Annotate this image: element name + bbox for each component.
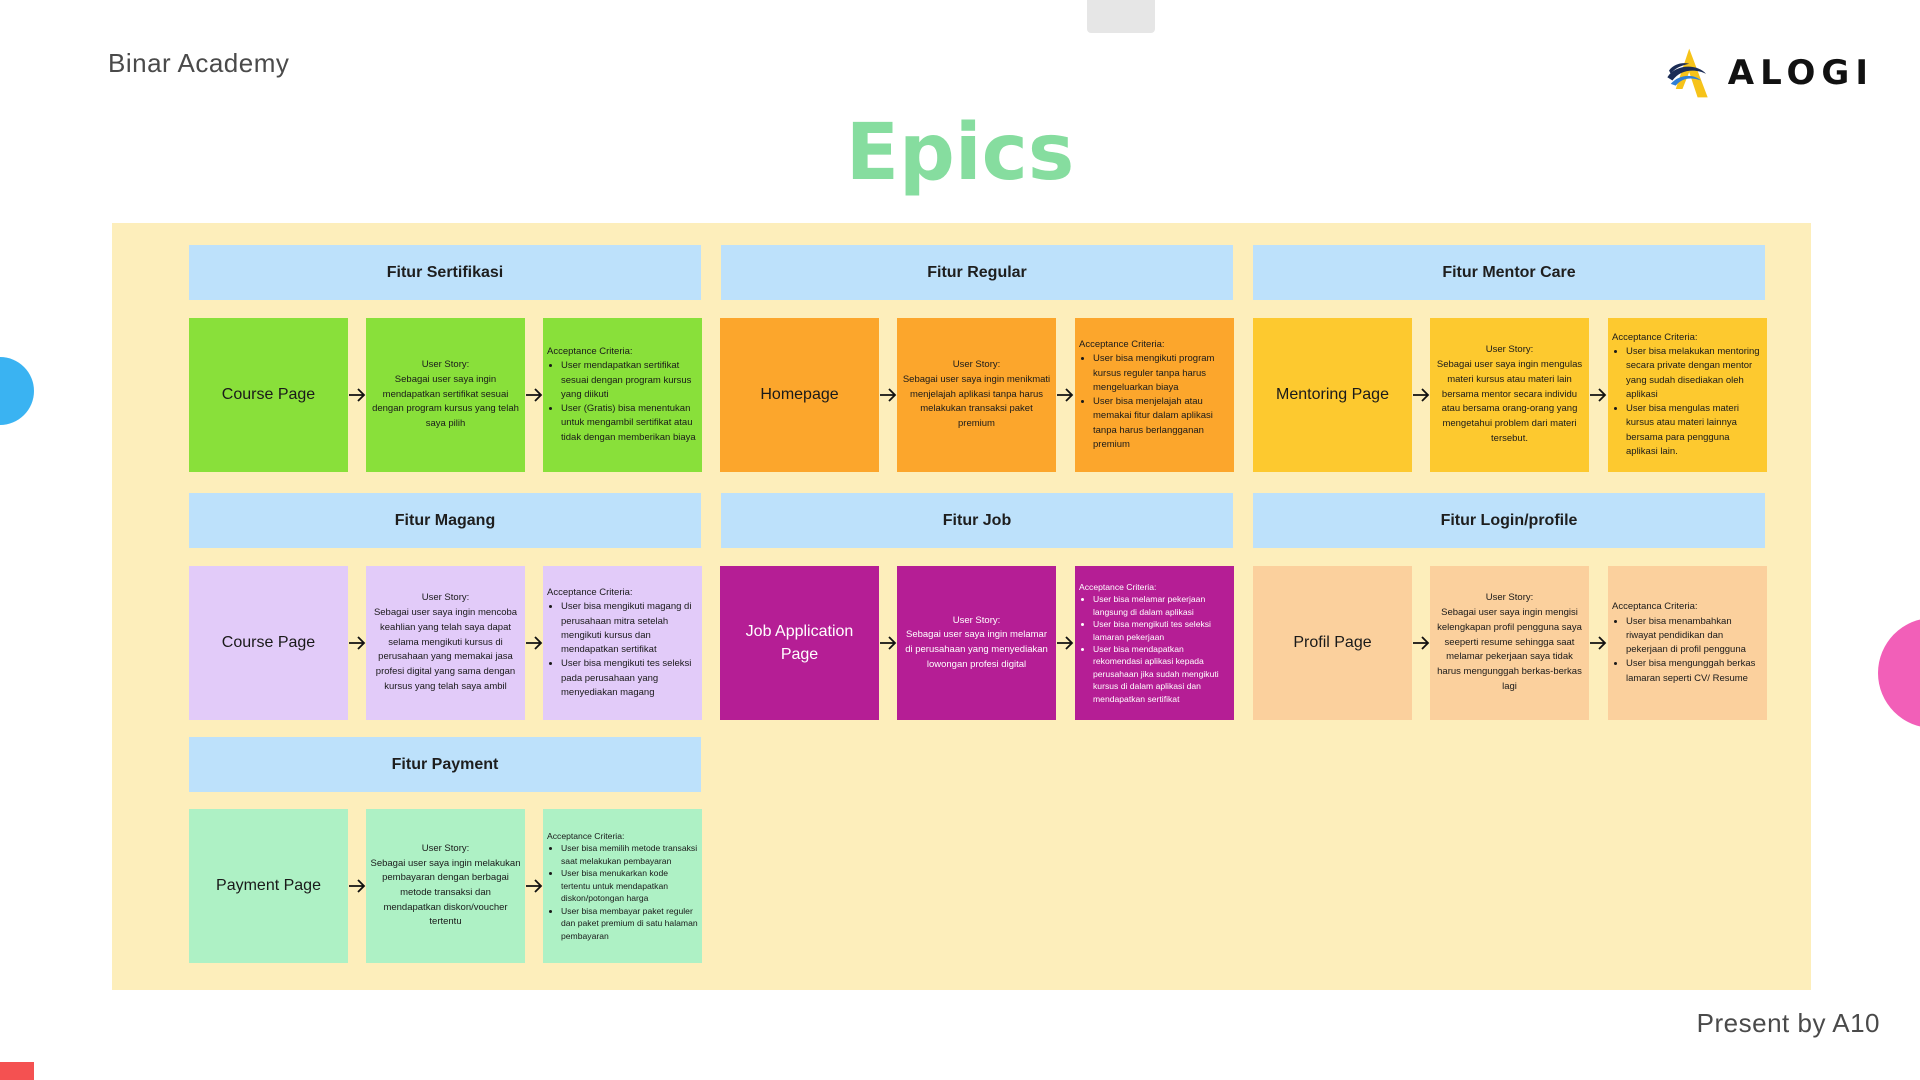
criteria-item: User bisa mengikuti magang di perusahaan… — [561, 600, 698, 657]
criteria-list: User bisa mengikuti program kursus regul… — [1079, 352, 1230, 452]
alogi-logo: ALOGI — [1664, 38, 1874, 108]
criteria-label: Acceptance Criteria: — [1612, 331, 1698, 343]
user-story-card: User Story: Sebagai user saya ingin mend… — [366, 318, 525, 472]
criteria-label: Acceptance Criteria: — [1079, 339, 1165, 350]
criteria-list: User bisa melamar pekerjaan langsung di … — [1079, 593, 1230, 705]
arrow-right-icon — [349, 879, 366, 893]
criteria-list: User bisa menambahkan riwayat pendidikan… — [1612, 615, 1763, 686]
top-tab — [1087, 0, 1155, 33]
epic-header-login-profile: Fitur Login/profile — [1253, 493, 1765, 548]
user-story-text: Sebagai user saya ingin mendapatkan sert… — [372, 373, 519, 430]
acceptance-criteria-card: Acceptance Criteria: User bisa melakukan… — [1608, 318, 1767, 472]
user-story-card: User Story: Sebagai user saya ingin mela… — [366, 809, 525, 963]
logo-text: ALOGI — [1727, 53, 1874, 93]
criteria-label: Acceptance Criteria: — [547, 587, 633, 598]
acceptance-criteria-card: Acceptance Criteria: User bisa melamar p… — [1075, 566, 1234, 720]
arrow-right-icon — [349, 636, 366, 650]
page-card-job-application: Job Application Page — [720, 566, 879, 720]
arrow-right-icon — [1057, 388, 1074, 402]
user-story-text: Sebagai user saya ingin mengulas materi … — [1436, 359, 1583, 444]
arrow-right-icon — [526, 636, 543, 650]
page-card-mentoring: Mentoring Page — [1253, 318, 1412, 472]
acceptance-criteria-card: Acceptance Criteria: User bisa mengikuti… — [543, 566, 702, 720]
user-story-label: User Story: — [1485, 592, 1534, 604]
epic-header-payment: Fitur Payment — [189, 737, 701, 792]
user-story-text: Sebagai user saya ingin mengisi kelengka… — [1437, 607, 1582, 692]
arrow-right-icon — [1057, 636, 1074, 650]
user-story-label: User Story: — [421, 842, 470, 854]
page-card-homepage: Homepage — [720, 318, 879, 472]
criteria-item: User bisa memilih metode transaksi saat … — [561, 842, 698, 867]
decorative-pink-circle — [1878, 618, 1920, 728]
criteria-list: User bisa memilih metode transaksi saat … — [547, 842, 698, 942]
arrow-right-icon — [880, 388, 897, 402]
criteria-item: User bisa menambahkan riwayat pendidikan… — [1626, 615, 1763, 658]
acceptance-criteria-card: Acceptance Criteria: User mendapatkan se… — [543, 318, 702, 472]
page-title: Epics — [845, 108, 1075, 198]
criteria-list: User bisa melakukan mentoring secara pri… — [1612, 345, 1763, 459]
criteria-list: User bisa mengikuti magang di perusahaan… — [547, 600, 698, 700]
user-story-label: User Story: — [952, 359, 1001, 371]
user-story-label: User Story: — [421, 359, 470, 371]
brand-name: Binar Academy — [108, 48, 290, 78]
arrow-right-icon — [526, 879, 543, 893]
criteria-item: User bisa mengunggah berkas lamaran sepe… — [1626, 657, 1763, 686]
criteria-item: User bisa mengulas materi kursus atau ma… — [1626, 402, 1763, 459]
criteria-item: User (Gratis) bisa menentukan untuk meng… — [561, 402, 698, 445]
user-story-text: Sebagai user saya ingin menikmati menjel… — [902, 373, 1051, 430]
acceptance-criteria-card: Acceptanca Criteria: User bisa menambahk… — [1608, 566, 1767, 720]
arrow-right-icon — [1590, 636, 1607, 650]
user-story-card: User Story: Sebagai user saya ingin menc… — [366, 566, 525, 720]
alogi-logo-icon — [1667, 48, 1708, 98]
criteria-label: Acceptance Criteria: — [547, 830, 625, 841]
epic-header-magang: Fitur Magang — [189, 493, 701, 548]
user-story-text: Sebagai user saya ingin melakukan pembay… — [370, 857, 521, 928]
arrow-right-icon — [880, 636, 897, 650]
epic-header-sertifikasi: Fitur Sertifikasi — [189, 245, 701, 300]
criteria-item: User mendapatkan sertifikat sesuai denga… — [561, 359, 698, 402]
arrow-right-icon — [1413, 636, 1430, 650]
criteria-item: User bisa menukarkan kode tertentu untuk… — [561, 867, 698, 904]
criteria-item: User bisa melakukan mentoring secara pri… — [1626, 345, 1763, 402]
acceptance-criteria-card: Acceptance Criteria: User bisa mengikuti… — [1075, 318, 1234, 472]
arrow-right-icon — [1413, 388, 1430, 402]
user-story-label: User Story: — [1485, 344, 1534, 356]
epic-header-job: Fitur Job — [721, 493, 1233, 548]
arrow-right-icon — [349, 388, 366, 402]
criteria-item: User bisa mengikuti tes seleksi lamaran … — [1093, 618, 1230, 643]
criteria-item: User bisa membayar paket reguler dan pak… — [561, 905, 698, 942]
user-story-card: User Story: Sebagai user saya ingin meng… — [1430, 318, 1589, 472]
user-story-card: User Story: Sebagai user saya ingin meni… — [897, 318, 1056, 472]
criteria-label: Acceptance Criteria: — [547, 346, 633, 358]
user-story-label: User Story: — [952, 614, 1001, 626]
criteria-item: User bisa mengikuti program kursus regul… — [1093, 352, 1230, 395]
decorative-blue-circle — [0, 357, 34, 425]
acceptance-criteria-card: Acceptance Criteria: User bisa memilih m… — [543, 809, 702, 963]
user-story-text: Sebagai user saya ingin mencoba keahlian… — [373, 607, 518, 692]
user-story-label: User Story: — [421, 592, 470, 604]
criteria-item: User bisa mendapatkan rekomendasi aplika… — [1093, 643, 1230, 705]
criteria-label: Acceptance Criteria: — [1079, 581, 1157, 592]
user-story-card: User Story: Sebagai user saya ingin meng… — [1430, 566, 1589, 720]
criteria-list: User mendapatkan sertifikat sesuai denga… — [547, 359, 698, 445]
page-card-payment: Payment Page — [189, 809, 348, 963]
user-story-card: User Story: Sebagai user saya ingin mela… — [897, 566, 1056, 720]
epic-header-mentor-care: Fitur Mentor Care — [1253, 245, 1765, 300]
criteria-item: User bisa mengikuti tes seleksi pada per… — [561, 657, 698, 700]
epic-header-regular: Fitur Regular — [721, 245, 1233, 300]
arrow-right-icon — [526, 388, 543, 402]
decorative-red-square — [0, 1062, 34, 1080]
criteria-label: Acceptanca Criteria: — [1612, 601, 1698, 613]
page-card-course: Course Page — [189, 318, 348, 472]
criteria-item: User bisa melamar pekerjaan langsung di … — [1093, 593, 1230, 618]
criteria-item: User bisa menjelajah atau memakai fitur … — [1093, 395, 1230, 452]
user-story-text: Sebagai user saya ingin melamar di perus… — [905, 629, 1048, 670]
page-card-course: Course Page — [189, 566, 348, 720]
arrow-right-icon — [1590, 388, 1607, 402]
epics-board: Fitur Sertifikasi Course Page User Story… — [112, 223, 1811, 990]
presenter-footer: Present by A10 — [1696, 1008, 1880, 1038]
page-card-profil: Profil Page — [1253, 566, 1412, 720]
